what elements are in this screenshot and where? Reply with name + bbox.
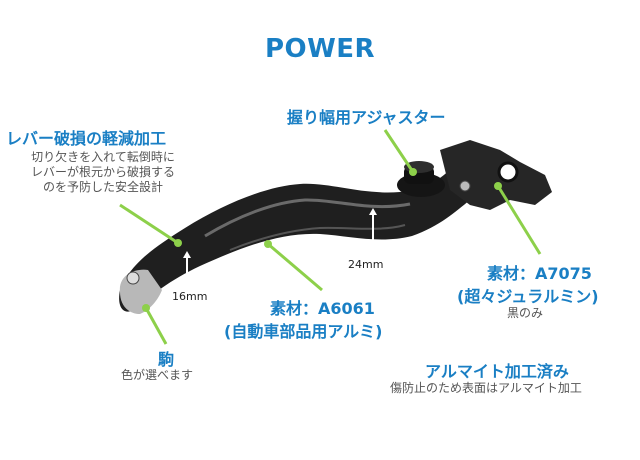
a7075-subheading: (超々ジュラルミン) xyxy=(457,287,599,306)
pivot-hole xyxy=(497,161,519,183)
a7075-heading: 素材：A7075 xyxy=(487,264,592,283)
breakaway-line-3: のを予防した安全設計 xyxy=(42,180,163,194)
breakaway-line-2: レバーが根元から破損する xyxy=(30,165,175,179)
page-title: POWER xyxy=(264,34,376,64)
breakaway-heading: レバー破損の軽減加工 xyxy=(6,129,167,148)
adjuster-heading: 握り幅用アジャスター xyxy=(287,108,446,127)
pointer-a6061 xyxy=(267,242,323,292)
pivot-heading: 駒 xyxy=(158,350,175,369)
a7075-note: 黒のみ xyxy=(507,306,544,320)
anodize-heading: アルマイト加工済み xyxy=(425,362,569,381)
pivot-note: 色が選べます xyxy=(121,368,194,382)
dimension-tip-label: 16mm xyxy=(172,290,208,303)
breakaway-line-1: 切り欠きを入れて転倒時に xyxy=(31,150,175,164)
lever-blade xyxy=(119,165,471,312)
a6061-heading: 素材：A6061 xyxy=(270,299,375,318)
pointer-breakaway xyxy=(119,203,179,245)
lever-highlight xyxy=(204,198,411,238)
dimension-mid-label: 24mm xyxy=(348,258,384,271)
a6061-subheading: (自動車部品用アルミ) xyxy=(224,322,383,341)
anodize-note: 傷防止のため表面はアルマイト加工 xyxy=(390,381,582,395)
mount-screw xyxy=(459,180,471,192)
lever-highlight-lower xyxy=(229,224,406,251)
pivot-mount xyxy=(440,140,552,210)
pointer-lines xyxy=(119,129,542,345)
breakaway-description: 切り欠きを入れて転倒時に レバーが根元から破損する のを予防した安全設計 xyxy=(8,150,198,195)
pointer-pivot xyxy=(144,307,168,345)
tip-screw xyxy=(126,271,140,285)
pointer-adjuster xyxy=(383,129,415,173)
pointer-a7075 xyxy=(496,185,542,255)
